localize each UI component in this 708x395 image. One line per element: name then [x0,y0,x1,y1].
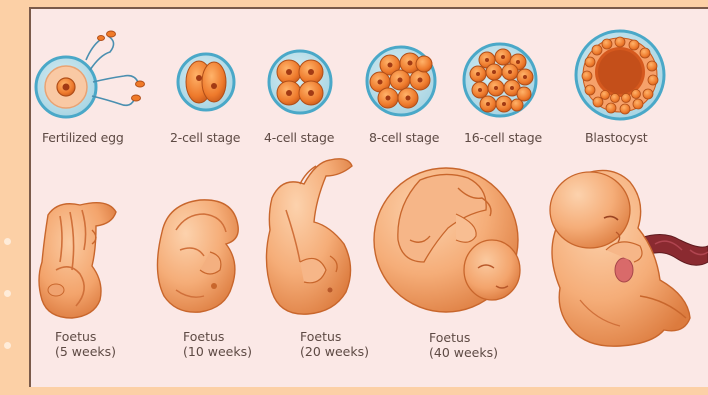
foetus-name: Foetus [300,329,369,344]
foetus-5-weeks-figure [39,203,116,318]
stage-label-16-cell: 16-cell stage [464,130,542,145]
foetus-10-weeks-figure [157,200,238,312]
stage-label-fertilized-egg: Fertilized egg [42,130,124,145]
foetus-full-term-figure [550,170,708,346]
foetus-label-20-weeks: Foetus (20 weeks) [300,329,369,359]
foetus-age: (20 weeks) [300,344,369,359]
foetus-label-5-weeks: Foetus (5 weeks) [55,329,116,359]
fertilized-egg-figure [36,31,145,117]
foetus-20-weeks-figure [266,159,352,314]
foetus-name: Foetus [429,330,498,345]
stage-label-blastocyst: Blastocyst [585,130,647,145]
stage-label-2-cell: 2-cell stage [170,130,240,145]
foetus-name: Foetus [55,329,116,344]
stage-label-4-cell: 4-cell stage [264,130,334,145]
foetus-name: Foetus [183,329,252,344]
foetus-age: (40 weeks) [429,345,498,360]
foetus-age: (5 weeks) [55,344,116,359]
stage-label-8-cell: 8-cell stage [369,130,439,145]
foetus-40-weeks-figure [374,168,520,312]
foetus-age: (10 weeks) [183,344,252,359]
foetus-label-40-weeks: Foetus (40 weeks) [429,330,498,360]
sixteen-cell-figure [464,44,536,116]
foetus-label-10-weeks: Foetus (10 weeks) [183,329,252,359]
blastocyst-figure [576,31,664,119]
two-cell-figure [178,54,234,110]
eight-cell-figure [367,47,435,115]
four-cell-figure [269,51,331,113]
